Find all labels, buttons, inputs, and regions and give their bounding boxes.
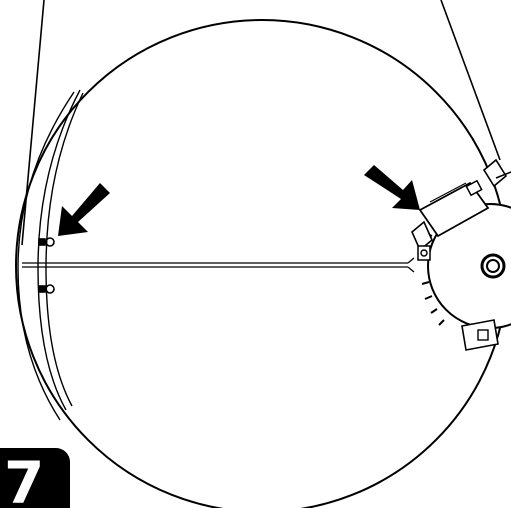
- step-badge: 7: [0, 448, 70, 508]
- screw-bottom: [38, 284, 55, 294]
- motor-assembly: [411, 158, 511, 351]
- left-rim: [17, 89, 84, 421]
- step-number: 7: [4, 449, 45, 508]
- arrow-down-right-icon: [58, 183, 110, 236]
- cone-outline: [21, 0, 501, 246]
- screw-top: [38, 237, 55, 247]
- arrow-down-right-icon: [364, 165, 420, 210]
- shaft-rod: [22, 257, 415, 273]
